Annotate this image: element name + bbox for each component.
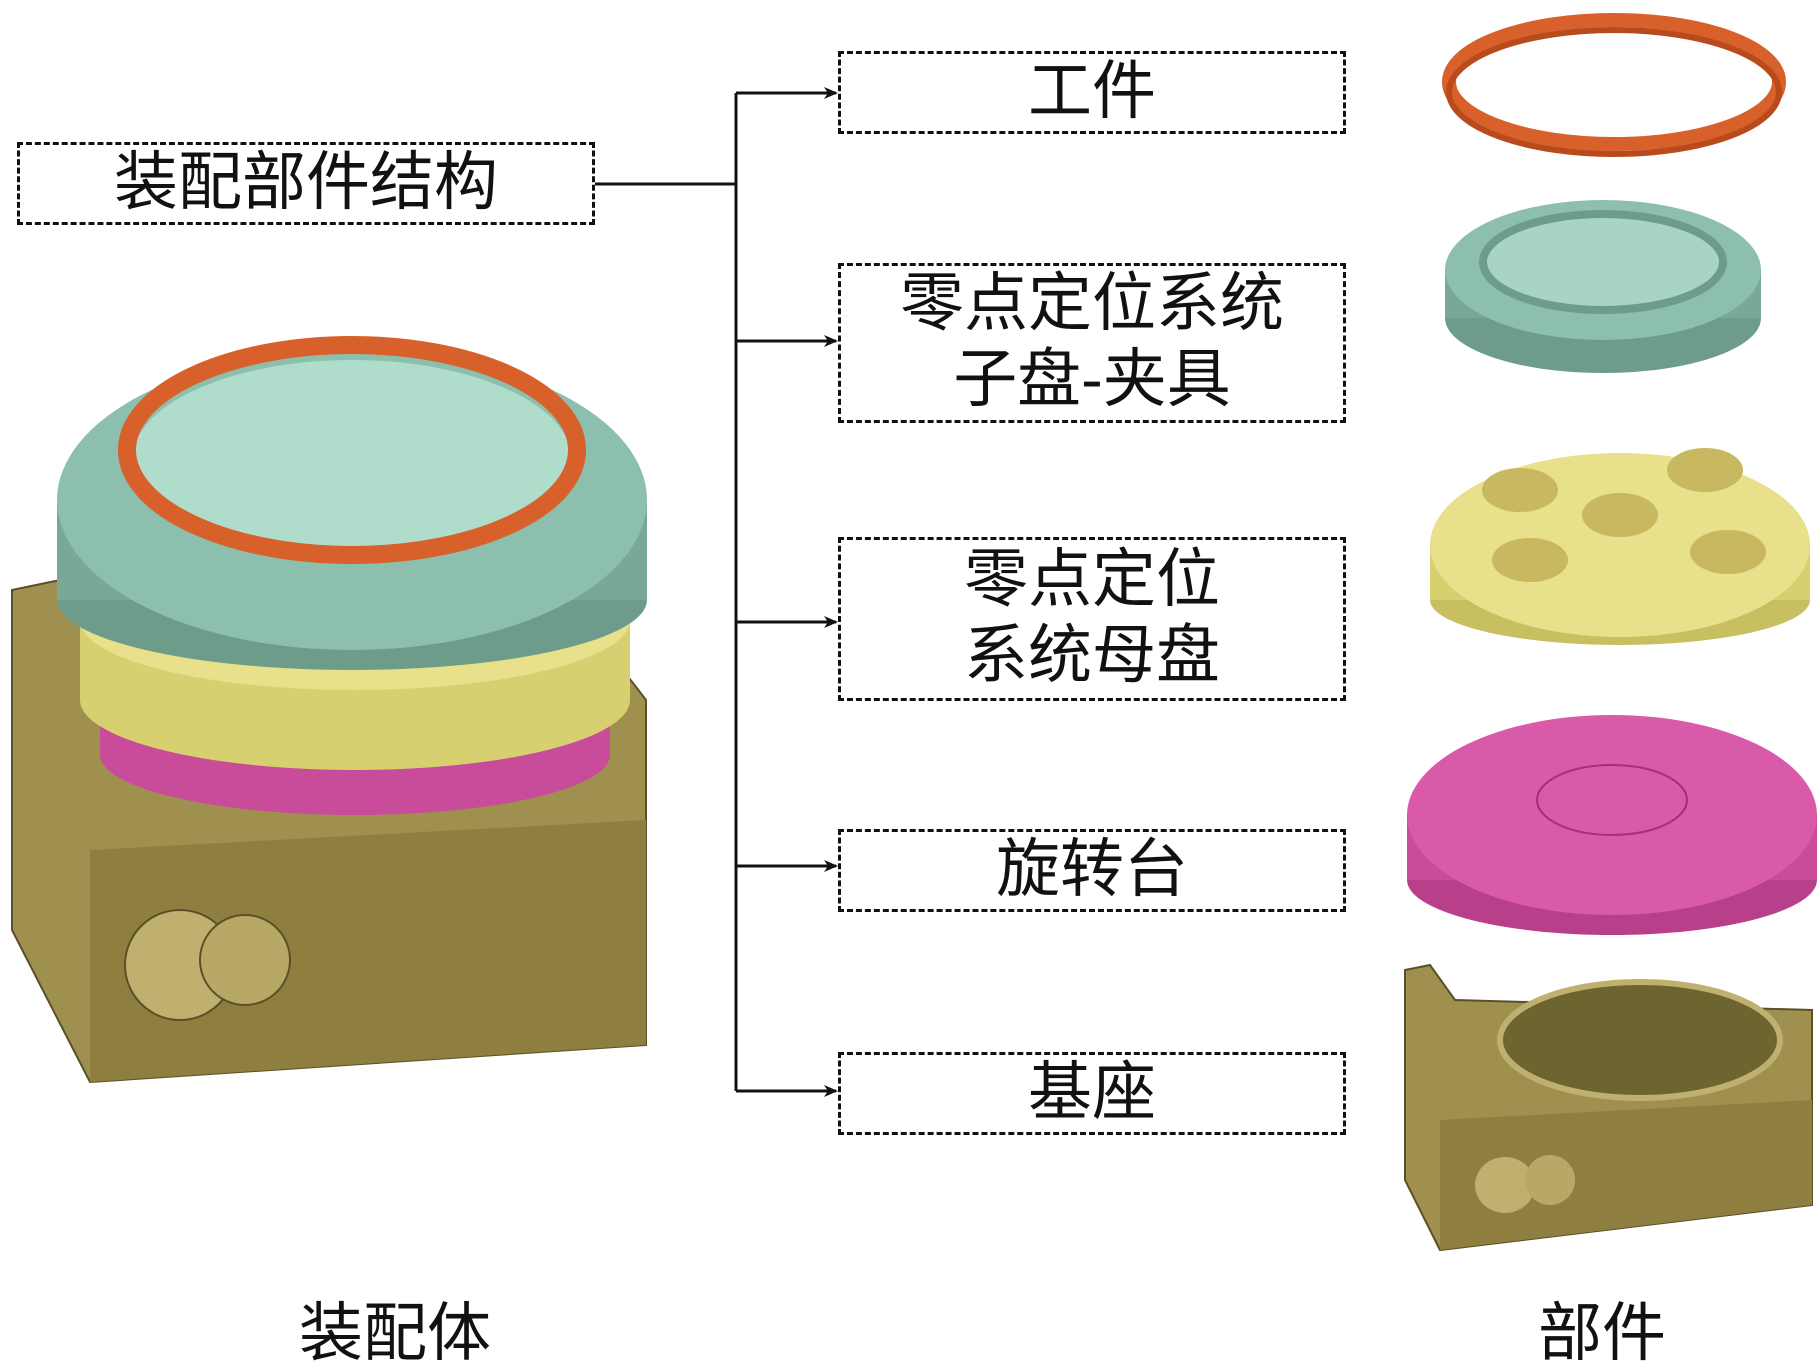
component-label-line1: 零点定位	[964, 543, 1220, 618]
component-label-line2: 子盘-夹具	[953, 343, 1231, 417]
assembly-illustration	[11, 336, 647, 1084]
part-workpiece	[1442, 13, 1786, 157]
root-label: 装配部件结构	[114, 145, 498, 220]
component-box-rotary-table: 旋转台	[838, 829, 1346, 912]
part-rotary-table	[1407, 715, 1817, 935]
component-label-line2: 系统母盘	[964, 619, 1220, 693]
component-label: 工件	[1028, 54, 1156, 129]
component-label: 旋转台	[996, 832, 1188, 907]
part-base	[1404, 963, 1813, 1252]
component-box-workpiece: 工件	[838, 51, 1346, 134]
component-label-line1: 零点定位系统	[900, 267, 1284, 342]
part-sub-plate	[1445, 200, 1761, 373]
caption-assembly: 装配体	[299, 1297, 491, 1363]
component-label: 基座	[1028, 1055, 1156, 1130]
part-master-plate	[1430, 448, 1810, 645]
assembly-workpiece	[118, 336, 586, 564]
root-box: 装配部件结构	[17, 142, 595, 225]
caption-parts: 部件	[1538, 1297, 1666, 1363]
component-box-sub-plate: 零点定位系统 子盘-夹具	[838, 263, 1346, 423]
component-box-master-plate: 零点定位 系统母盘	[838, 537, 1346, 701]
component-box-base: 基座	[838, 1052, 1346, 1135]
